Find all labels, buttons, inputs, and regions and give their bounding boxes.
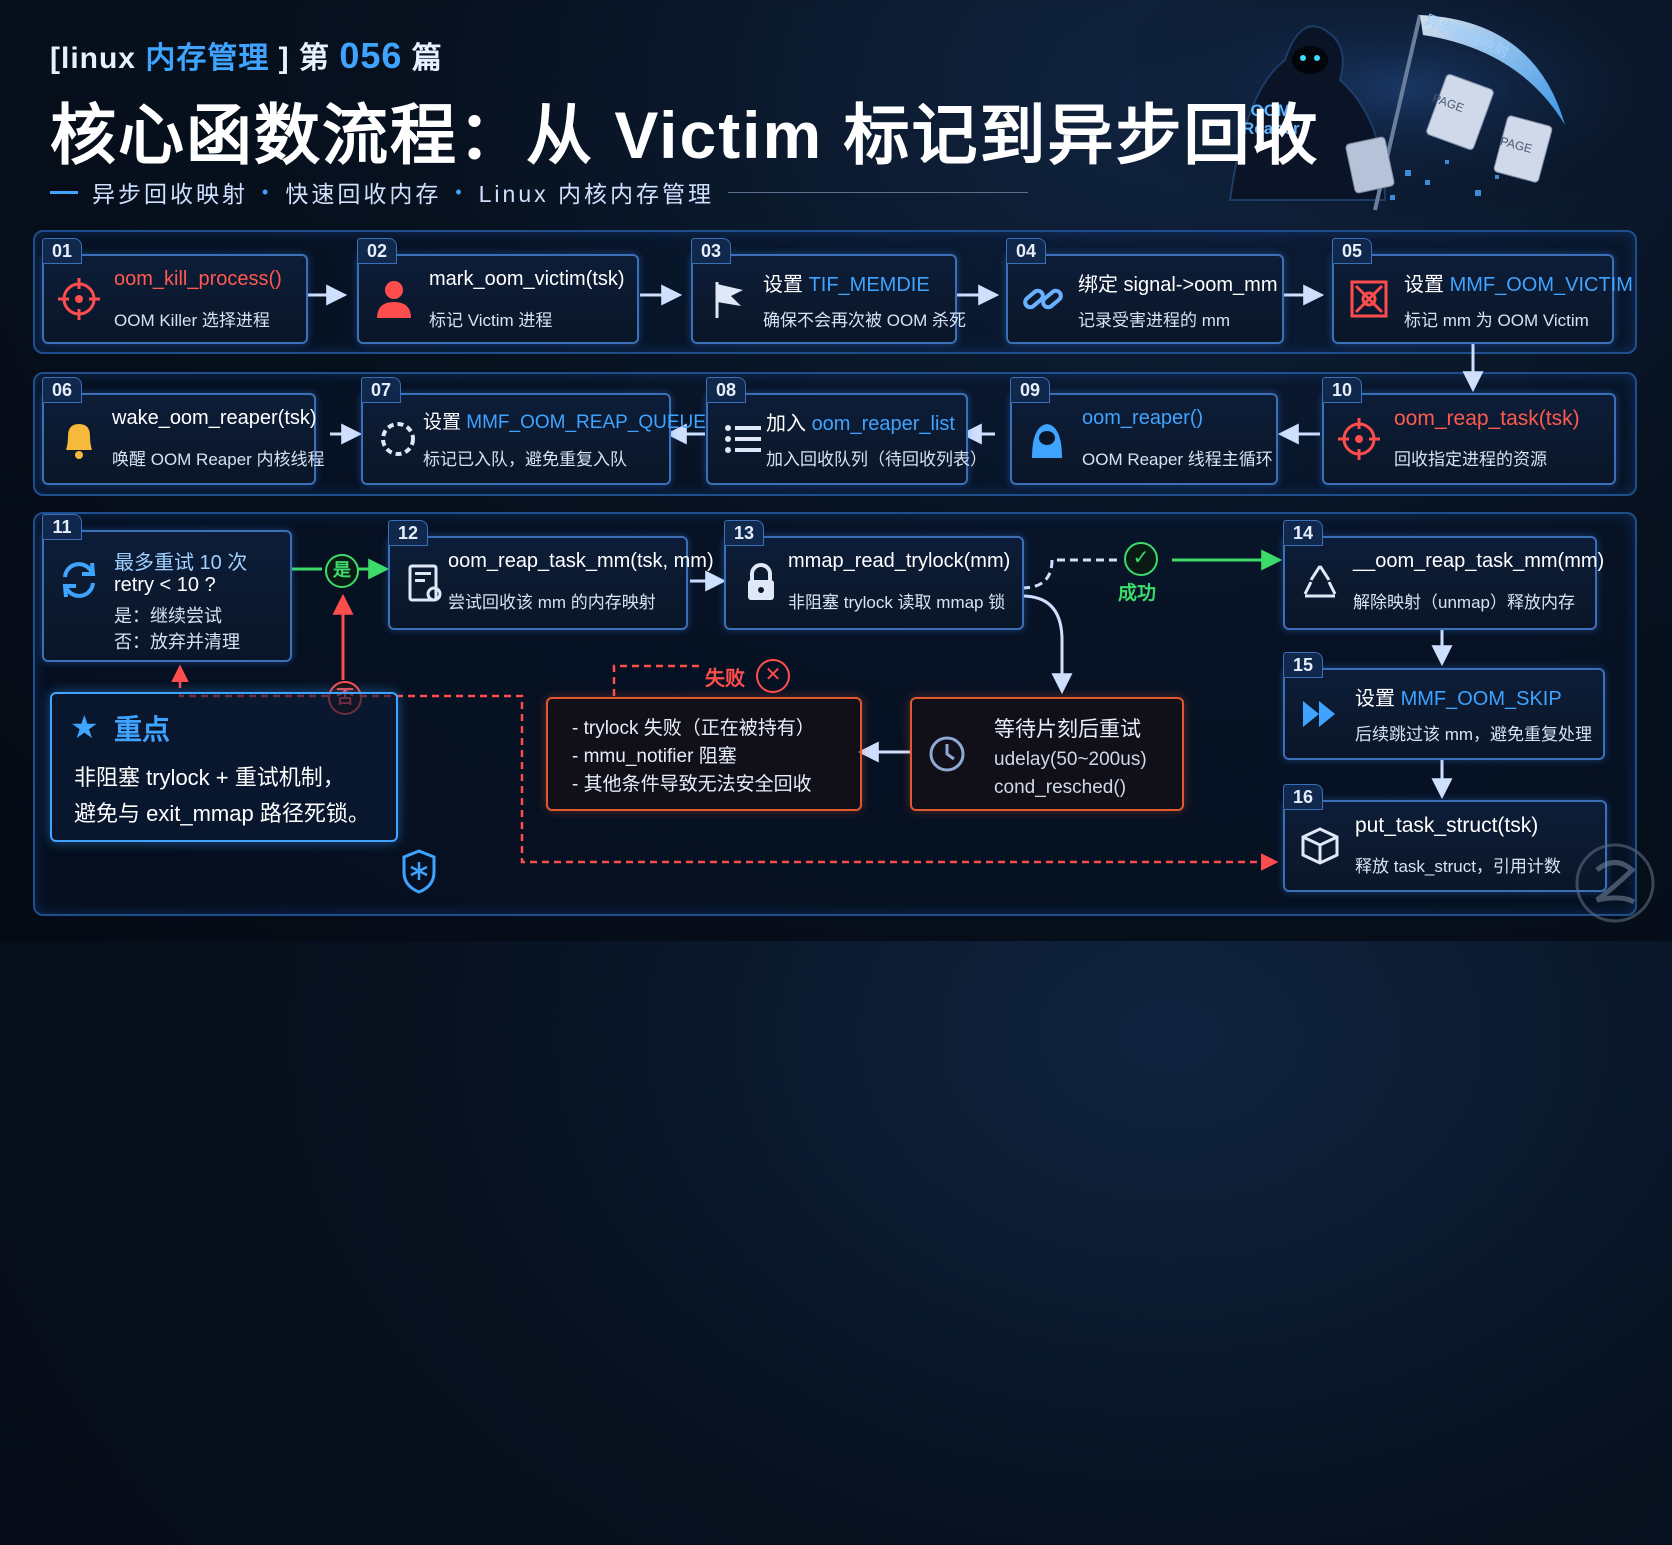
- recycle-icon: [1297, 560, 1343, 606]
- link-icon: [1020, 276, 1066, 322]
- reaper-icon: [1024, 416, 1070, 462]
- tag-line: 异步回收映射 • 快速回收内存 • Linux 内核内存管理: [50, 175, 1028, 209]
- series-label: [linux 内存管理 ] 第 056 篇: [50, 35, 443, 76]
- step-04[interactable]: 04 绑定 signal->oom_mm 记录受害进程的 mm: [1006, 238, 1284, 344]
- tag: 异步回收映射: [92, 181, 248, 207]
- step-13[interactable]: 13 mmap_read_trylock(mm) 非阻塞 trylock 读取 …: [724, 520, 1024, 630]
- flag-icon: [705, 276, 751, 322]
- step-01[interactable]: 01 oom_kill_process() OOM Killer 选择进程: [42, 238, 308, 344]
- step-11-retry[interactable]: 11 最多重试 10 次 retry < 10 ? 是：继续尝试 否：放弃并清理: [42, 514, 292, 662]
- step-10[interactable]: 10 oom_reap_task(tsk) 回收指定进程的资源: [1322, 377, 1616, 485]
- watermark-seal: [1575, 843, 1655, 923]
- list-icon: [720, 416, 766, 462]
- spinner-icon: [375, 416, 421, 462]
- clock-icon: [924, 731, 970, 777]
- step-03[interactable]: 03 设置 TIF_MEMDIE 确保不会再次被 OOM 杀死: [691, 238, 966, 344]
- crosshair-icon: [1336, 416, 1382, 462]
- success-label: 成功: [1118, 583, 1157, 604]
- step-08[interactable]: 08 加入 oom_reaper_list 加入回收队列（待回收列表）: [706, 377, 987, 485]
- step-07[interactable]: 07 设置 MMF_OOM_REAP_QUEUED 标记已入队，避免重复入队: [361, 377, 720, 485]
- step-12[interactable]: 12 oom_reap_task_mm(tsk, mm) 尝试回收该 mm 的内…: [388, 520, 714, 630]
- shield-icon: [402, 849, 436, 894]
- step-16[interactable]: 16 put_task_struct(tsk) 释放 task_struct，引…: [1283, 784, 1607, 892]
- star-icon: ★: [70, 709, 99, 745]
- key-point-box: ★ 重点 非阻塞 trylock + 重试机制， 避免与 exit_mmap 路…: [50, 692, 398, 842]
- memory-icon: [402, 560, 448, 606]
- fail-x-icon: ✕: [756, 659, 790, 693]
- fail-reasons-box: - trylock 失败（正在被持有） - mmu_notifier 阻塞 - …: [546, 697, 862, 811]
- crosshair-icon: [56, 276, 102, 322]
- oom-reaper-illustration: [1135, 0, 1672, 220]
- step-05[interactable]: 05 设置 MMF_OOM_VICTIM 标记 mm 为 OOM Victim: [1332, 238, 1633, 344]
- step-15[interactable]: 15 设置 MMF_OOM_SKIP 后续跳过该 mm，避免重复处理: [1283, 652, 1605, 760]
- tag: 快速回收内存: [285, 181, 442, 207]
- user-icon: [371, 276, 417, 322]
- lock-icon: [738, 560, 784, 606]
- step-02[interactable]: 02 mark_oom_victim(tsk) 标记 Victim 进程: [357, 238, 639, 344]
- tag: Linux 内核内存管理: [478, 181, 714, 207]
- step-06[interactable]: 06 wake_oom_reaper(tsk) 唤醒 OOM Reaper 内核…: [42, 377, 325, 485]
- fail-label: 失败: [705, 668, 745, 690]
- bell-icon: [56, 416, 102, 462]
- refresh-icon: [56, 557, 102, 603]
- fast-forward-icon: [1297, 691, 1343, 737]
- box-icon: [1297, 823, 1343, 869]
- step-14[interactable]: 14 __oom_reap_task_mm(mm) 解除映射（unmap）释放内…: [1283, 520, 1604, 630]
- yes-decision: 是: [325, 554, 359, 588]
- success-check-icon: ✓: [1124, 542, 1158, 576]
- target-box-icon: [1346, 276, 1392, 322]
- step-09[interactable]: 09 oom_reaper() OOM Reaper 线程主循环: [1010, 377, 1278, 485]
- wait-retry-box: 等待片刻后重试 udelay(50~200us) cond_resched(): [910, 697, 1184, 811]
- page-title: 核心函数流程：从 Victim 标记到异步回收: [50, 98, 1320, 172]
